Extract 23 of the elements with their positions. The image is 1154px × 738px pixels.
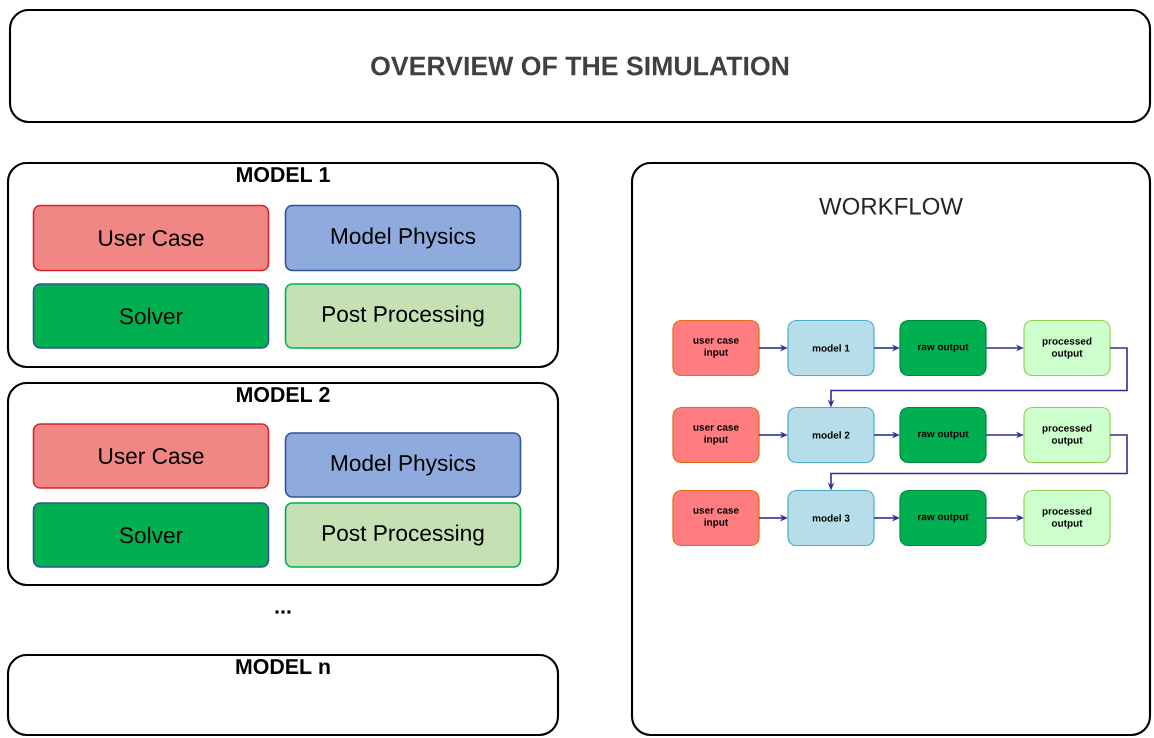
process-box: processed output — [1023, 406, 1111, 464]
process-box: user case input — [672, 319, 760, 377]
process-box: processed output — [1023, 489, 1111, 547]
process-box: user case input — [672, 406, 760, 464]
process-box: raw output — [899, 489, 987, 547]
process-box: user case input — [672, 489, 760, 547]
process-box: raw output — [899, 319, 987, 377]
process-box: raw output — [899, 406, 987, 464]
process-box: User Case — [32, 204, 270, 272]
model-box: MODEL n — [6, 653, 560, 737]
process-box: Model Physics — [284, 204, 522, 272]
process-box: Post Processing — [284, 283, 522, 349]
process-box: model 3 — [787, 489, 875, 547]
process-box: Model Physics — [284, 432, 522, 498]
process-box: Solver — [32, 502, 270, 568]
process-box: processed output — [1023, 319, 1111, 377]
process-box: model 2 — [787, 406, 875, 464]
process-box: Solver — [32, 283, 270, 349]
ellipsis: ... — [275, 610, 291, 614]
process-box: Post Processing — [284, 502, 522, 568]
process-box: model 1 — [787, 319, 875, 377]
title-box: OVERVIEW OF THE SIMULATION — [8, 8, 1152, 124]
process-box: User Case — [32, 423, 270, 489]
